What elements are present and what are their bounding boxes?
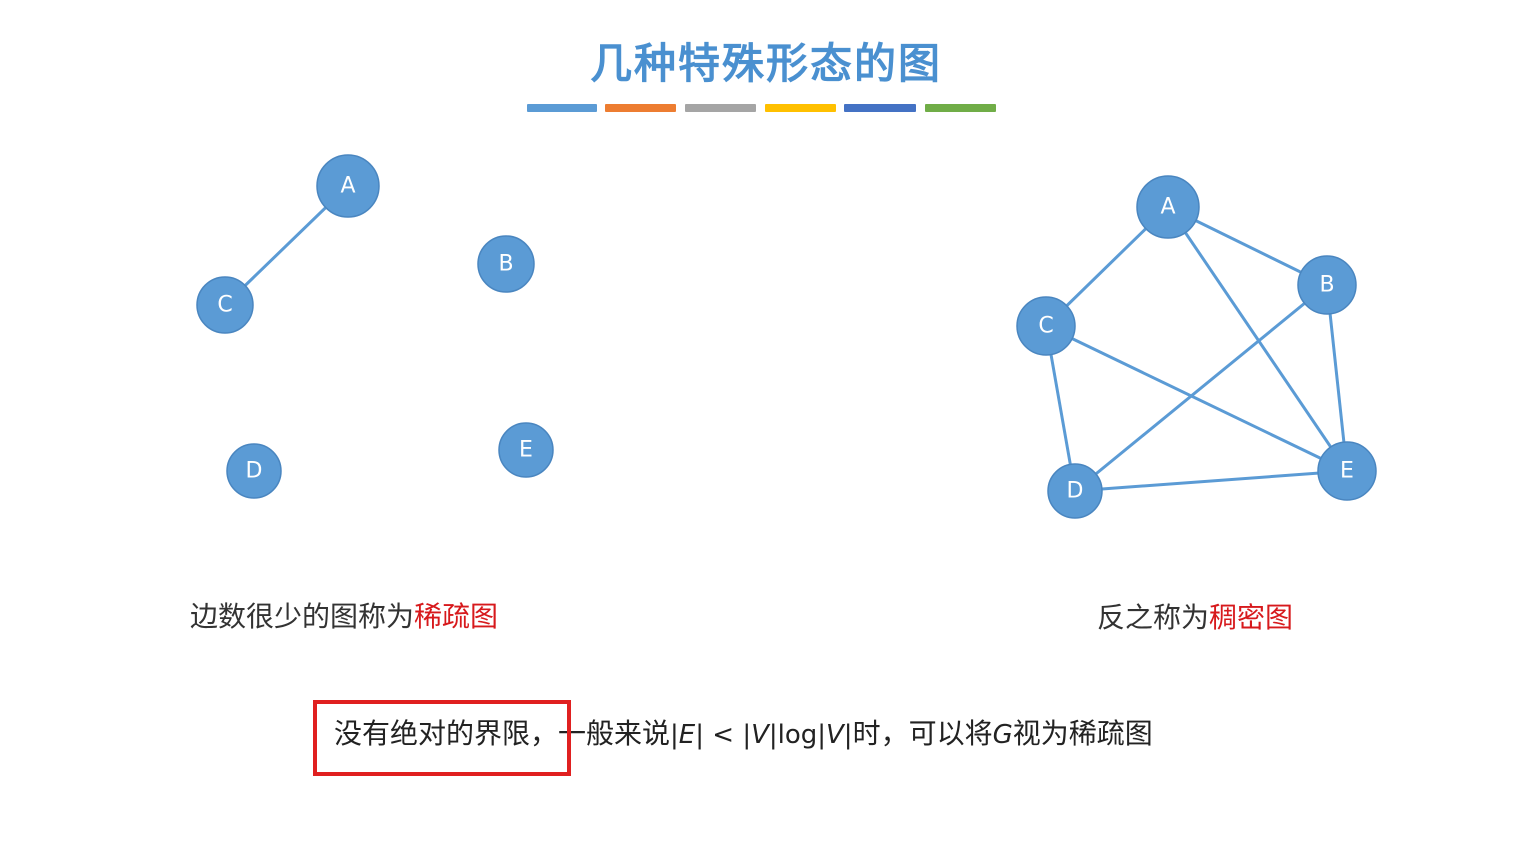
dense-edge-c-e	[1045, 324, 1348, 473]
dense-node-d: D	[1047, 463, 1103, 519]
threshold-note: 没有绝对的界限，一般来说|E| < |V|log|V|时，可以将G视为稀疏图	[334, 712, 1153, 752]
accent-bar-6	[925, 104, 996, 112]
svg-text:C: C	[1038, 314, 1053, 339]
sparse-node-c: C	[196, 276, 254, 334]
sparse-caption: 边数很少的图称为稀疏图	[190, 595, 498, 635]
accent-bar-5	[844, 104, 916, 112]
sparse-node-e: E	[498, 422, 554, 478]
dense-edge-a-e	[1166, 206, 1349, 472]
formula-less-than: <	[703, 720, 743, 750]
sparse-node-d: D	[226, 443, 282, 499]
dense-node-c: C	[1016, 296, 1076, 356]
svg-text:A: A	[340, 174, 355, 199]
accent-bar-2	[605, 104, 676, 112]
svg-text:B: B	[1319, 273, 1334, 298]
svg-text:C: C	[217, 293, 232, 318]
accent-bar-3	[685, 104, 756, 112]
dense-edge-b-d	[1074, 283, 1328, 493]
dense-caption: 反之称为稠密图	[1097, 596, 1293, 636]
accent-bar-4	[765, 104, 836, 112]
svg-text:A: A	[1160, 195, 1175, 220]
note-general: 一般来说	[558, 717, 671, 750]
sparse-node-b: B	[477, 235, 535, 293]
svg-text:D: D	[246, 459, 263, 484]
formula-vertex-count: |V|	[742, 720, 778, 750]
sparse-node-a: A	[316, 154, 380, 218]
graph-symbol: G	[992, 720, 1013, 750]
svg-text:B: B	[498, 252, 513, 277]
formula-log: log	[777, 720, 818, 750]
dense-edge-b-e	[1325, 284, 1349, 472]
dense-node-b: B	[1297, 255, 1357, 315]
sparse-caption-text: 边数很少的图称为	[190, 600, 415, 633]
svg-text:D: D	[1067, 479, 1084, 504]
svg-text:E: E	[1340, 459, 1354, 484]
formula-vertex-count-2: |V|	[817, 720, 853, 750]
note-when: 时，可以将	[852, 717, 993, 750]
page-title: 几种特殊形态的图	[589, 39, 942, 88]
dense-caption-text: 反之称为	[1097, 601, 1210, 634]
dense-node-e: E	[1317, 441, 1377, 501]
dense-graph: A B C D E	[1016, 175, 1377, 519]
highlight-box	[313, 700, 571, 776]
svg-text:E: E	[519, 438, 533, 463]
dense-edge-d-e	[1074, 469, 1348, 493]
dense-node-a: A	[1136, 175, 1200, 239]
dense-term: 稠密图	[1209, 601, 1294, 634]
formula-edge-count: |E|	[670, 720, 704, 750]
accent-bar-1	[527, 104, 597, 112]
note-boxed-text: 没有绝对的界限，	[334, 717, 559, 750]
sparse-graph: A B C D E	[196, 154, 554, 499]
note-conclusion: 视为稀疏图	[1012, 717, 1153, 750]
sparse-term: 稀疏图	[414, 600, 499, 633]
